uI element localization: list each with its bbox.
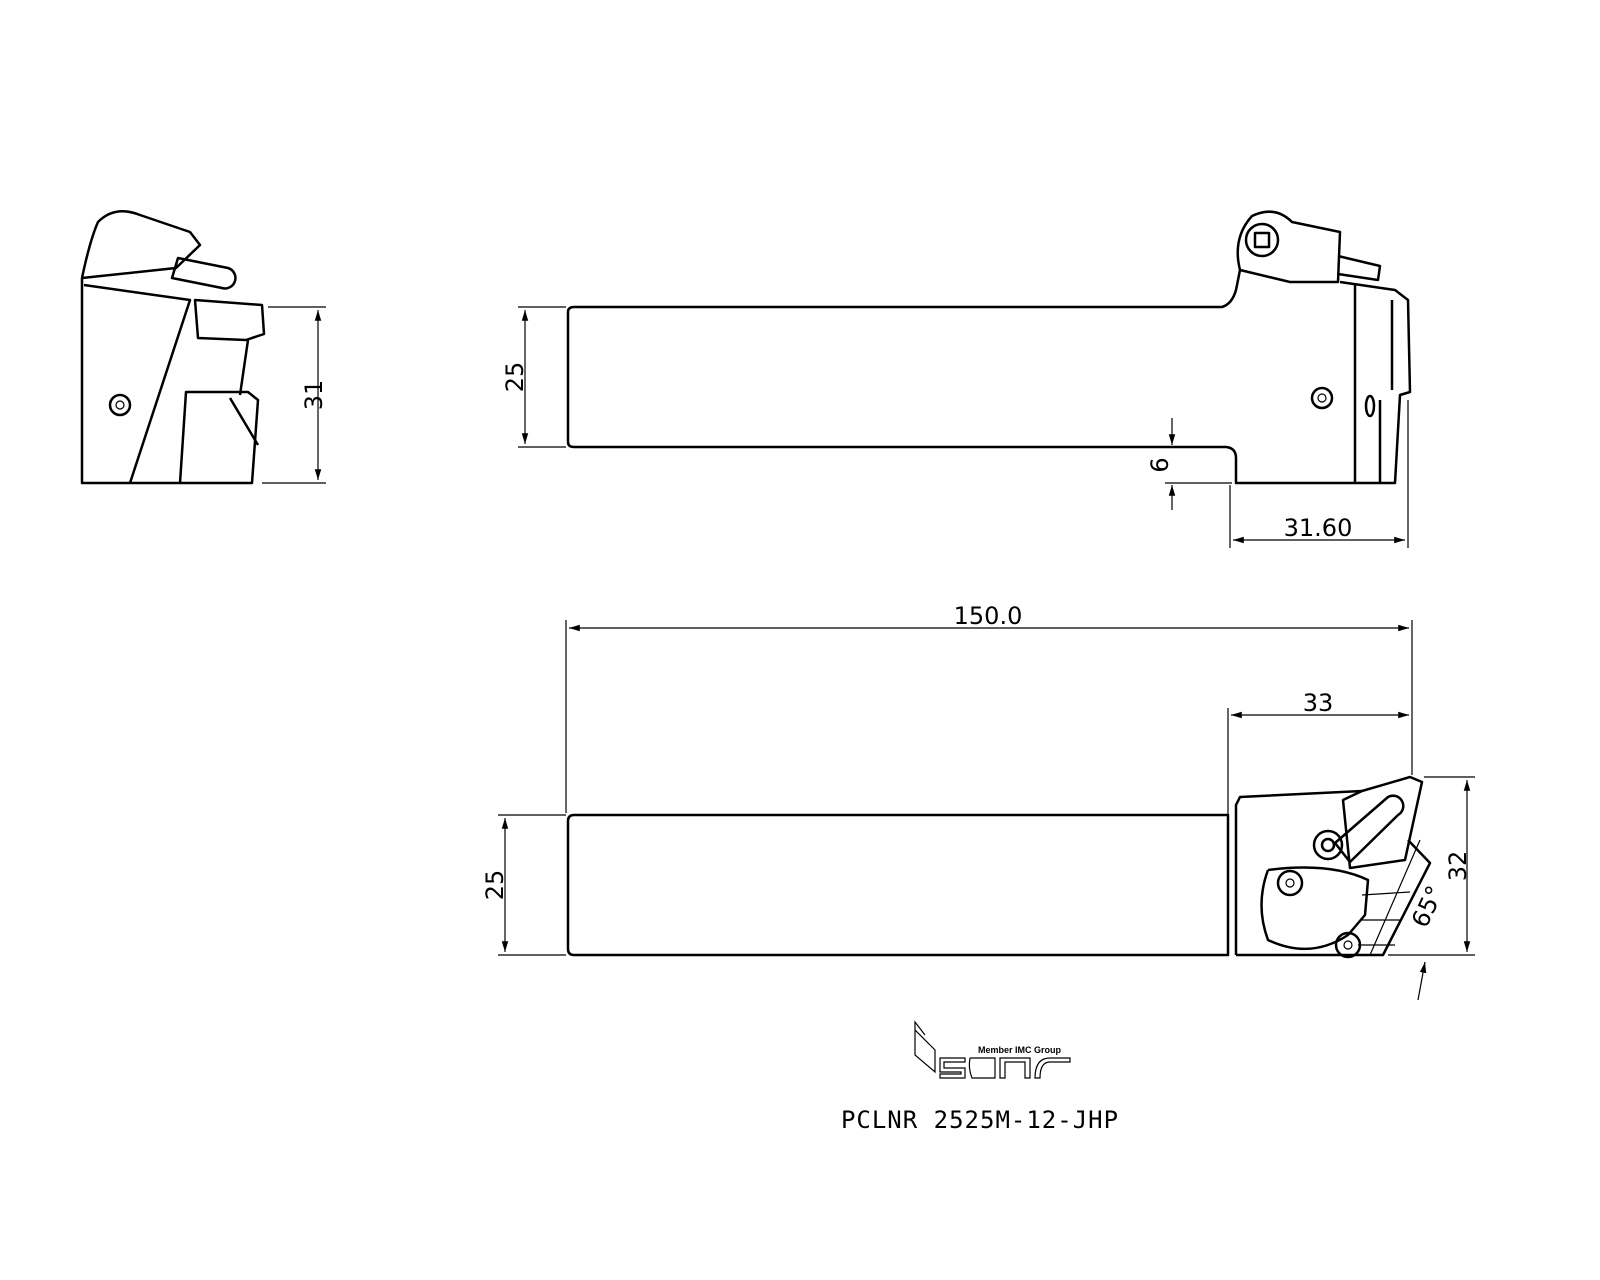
dim-top-shank-width: 25 [481,814,566,956]
dim-6-label: 6 [1146,457,1174,472]
dim-33-label: 33 [1303,689,1334,717]
dim-150-label: 150.0 [954,602,1023,630]
dim-head-width: 32 [1388,776,1475,956]
dim-end-height: 31 [262,306,328,484]
dim-side-shank-height: 25 [501,306,566,448]
iscar-logo: Member IMC Group [914,1020,1071,1079]
dim-head-length: 33 [1227,689,1409,815]
dim-32-label: 32 [1444,851,1472,882]
side-view [566,210,1412,485]
dim-side-head-length: 31.60 [1229,400,1409,548]
dim-25-top-label: 25 [481,870,509,901]
dim-side-step: 6 [1146,418,1232,510]
dim-overall-length: 150.0 [565,602,1413,813]
dim-31-60-label: 31.60 [1284,514,1353,542]
dim-31-label: 31 [300,380,328,411]
dim-25-side-label: 25 [501,362,529,393]
dim-65-label: 65° [1406,881,1449,931]
part-number-title: PCLNR 2525M-12-JHP [841,1106,1119,1134]
end-view [80,210,266,485]
logo-tagline: Member IMC Group [978,1045,1062,1055]
top-view [566,775,1432,959]
